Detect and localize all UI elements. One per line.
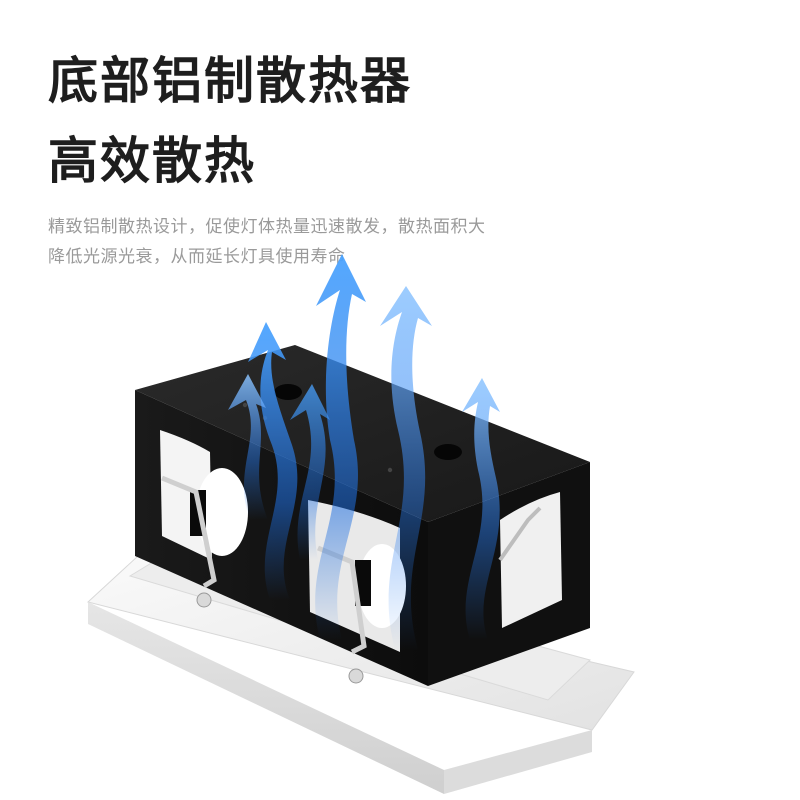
heat-flow-arrow-icon (228, 374, 268, 520)
description-line-1: 精致铝制散热设计，促使灯体热量迅速散发，散热面积大 (48, 217, 486, 237)
heat-flow-arrow-icon (462, 378, 500, 640)
heatsink-housing (135, 345, 590, 686)
headline-line-1: 底部铝制散热器 (48, 52, 412, 110)
heat-flow-arrow-icon (380, 286, 432, 650)
description-line-2: 降低光源光衰，从而延长灯具使用寿命 (48, 247, 346, 267)
description-text: 精致铝制散热设计，促使灯体热量迅速散发，散热面积大 降低光源光衰，从而延长灯具使… (48, 212, 568, 272)
headline-line-2: 高效散热 (48, 132, 256, 190)
heat-flow-arrow-icon (315, 254, 366, 640)
heat-flow-arrow-icon (248, 322, 298, 600)
heat-flow-arrow-icon (290, 384, 330, 560)
heat-airflow (228, 254, 500, 650)
